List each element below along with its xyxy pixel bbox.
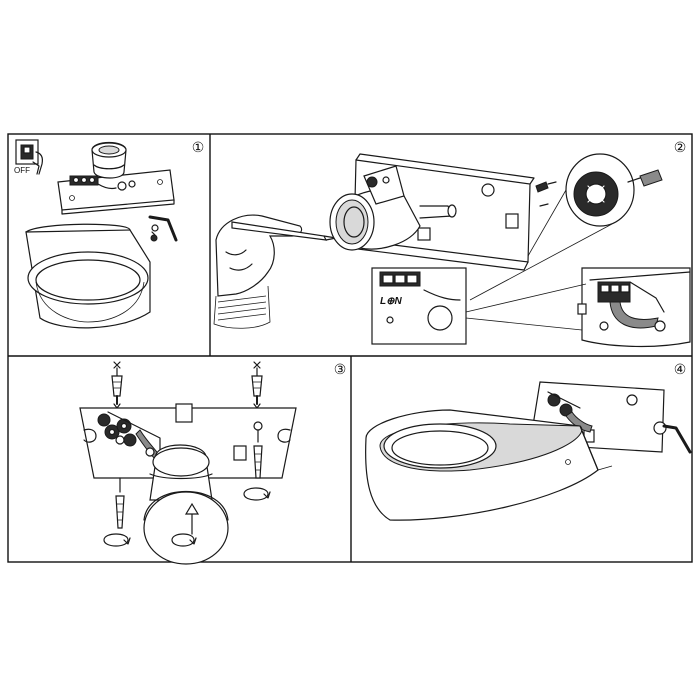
wiring-detail-box	[465, 267, 691, 348]
panel-frames	[7, 133, 693, 563]
lamp-body-4	[365, 409, 613, 521]
lamp-cover	[25, 223, 151, 329]
terminal-wiring-3	[97, 411, 161, 461]
terminal-zoom-box: L⊕N	[371, 267, 467, 345]
switch-off-label: OFF	[14, 166, 30, 175]
step-number-1: ①	[192, 139, 205, 155]
allen-key-icon	[148, 215, 178, 242]
wall-plug-right-icon	[251, 361, 263, 409]
step-number-2: ②	[674, 139, 687, 155]
step-number-4: ④	[674, 361, 687, 377]
screw-left-icon	[103, 477, 131, 547]
rotation-detail-circle	[143, 491, 229, 565]
step-number-3: ③	[334, 361, 347, 377]
lamp-internal-4	[547, 391, 593, 433]
panel-1: ① OFF	[14, 139, 205, 329]
hand-with-pencil-icon	[213, 214, 337, 329]
magnified-detail-circle	[469, 153, 663, 301]
power-off-switch-icon	[15, 139, 43, 175]
terminal-block	[69, 175, 136, 191]
panel-4: ④	[365, 361, 692, 521]
screws	[150, 224, 159, 242]
panel-2: ②	[213, 139, 691, 348]
wall-plug-left-icon	[111, 361, 123, 409]
allen-key-icon-4	[662, 424, 692, 454]
lamp-socket	[91, 141, 127, 179]
screw-right-icon	[243, 429, 271, 501]
terminal-labels: L⊕N	[380, 296, 402, 307]
lamp-socket-3	[149, 444, 213, 501]
panel-3: ③	[79, 361, 347, 565]
screw-and-dowel	[535, 181, 557, 207]
spotlight-housing	[329, 165, 457, 251]
